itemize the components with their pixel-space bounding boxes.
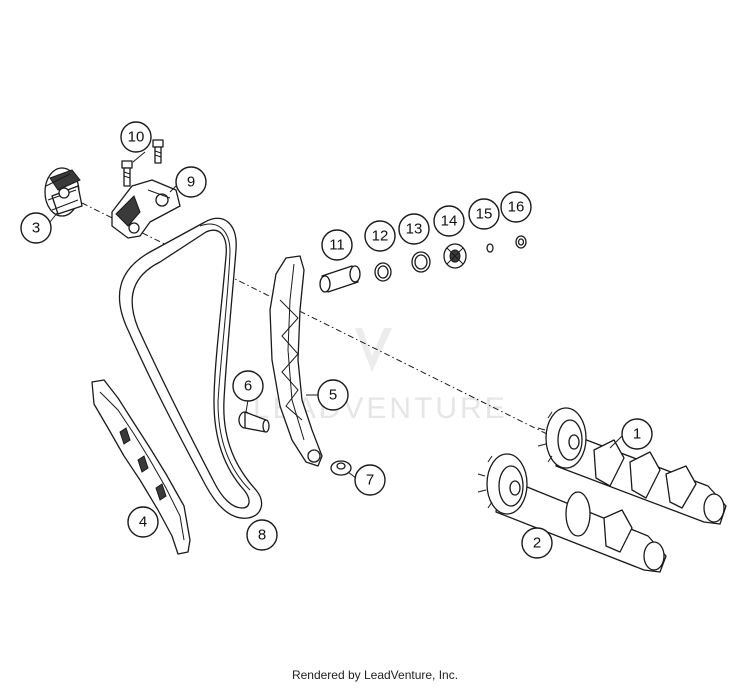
part-15-ring: [486, 243, 494, 253]
svg-text:14: 14: [441, 213, 458, 230]
part-1-camshaft: [537, 407, 727, 525]
callout-10: 10: [120, 121, 152, 153]
watermark-logo: [355, 328, 392, 372]
callout-6: 6: [232, 370, 264, 402]
callout-8: 8: [246, 519, 278, 551]
part-3-sprocket-hub: [44, 167, 83, 217]
callout-5: 5: [317, 379, 349, 411]
svg-text:9: 9: [187, 174, 195, 191]
alignment-axis: [69, 196, 556, 439]
svg-text:7: 7: [366, 472, 374, 489]
svg-text:11: 11: [329, 237, 345, 254]
callout-16: 16: [500, 191, 532, 223]
part-8-timing-chain: [118, 217, 263, 519]
part-14-screw-plug: [443, 243, 467, 269]
part-12-o-ring: [374, 262, 392, 282]
svg-text:3: 3: [32, 220, 40, 237]
part-6-pin: [238, 411, 270, 433]
callout-15: 15: [468, 198, 500, 230]
svg-text:10: 10: [128, 129, 145, 146]
callout-9: 9: [175, 166, 207, 198]
svg-text:16: 16: [508, 199, 525, 216]
svg-text:5: 5: [329, 387, 337, 404]
svg-text:12: 12: [372, 228, 389, 245]
part-2-camshaft: [477, 453, 667, 573]
part-11-plunger: [319, 265, 361, 293]
svg-text:13: 13: [406, 221, 423, 238]
svg-text:4: 4: [139, 514, 147, 531]
part-9-bracket: [111, 179, 181, 239]
callout-3: 3: [20, 212, 52, 244]
part-7-washer: [330, 460, 352, 476]
svg-text:2: 2: [533, 535, 541, 552]
svg-text:6: 6: [244, 378, 252, 395]
callout-2: 2: [521, 527, 553, 559]
part-16-plug: [515, 235, 527, 249]
callout-12: 12: [364, 220, 396, 252]
svg-text:8: 8: [258, 527, 266, 544]
callout-11: 11: [321, 229, 353, 261]
part-5-tensioner-rail: [269, 255, 323, 467]
part-10-bolts: [121, 139, 164, 187]
callout-13: 13: [398, 213, 430, 245]
part-13-seal-ring: [411, 251, 431, 273]
callout-7: 7: [354, 464, 386, 496]
callout-1: 1: [621, 418, 653, 450]
svg-text:15: 15: [476, 206, 493, 223]
callout-4: 4: [127, 506, 159, 538]
svg-text:1: 1: [633, 426, 641, 443]
callout-14: 14: [433, 205, 465, 237]
part-4-guide-rail: [91, 379, 191, 555]
render-credit: Rendered by LeadVenture, Inc.: [291, 668, 459, 682]
